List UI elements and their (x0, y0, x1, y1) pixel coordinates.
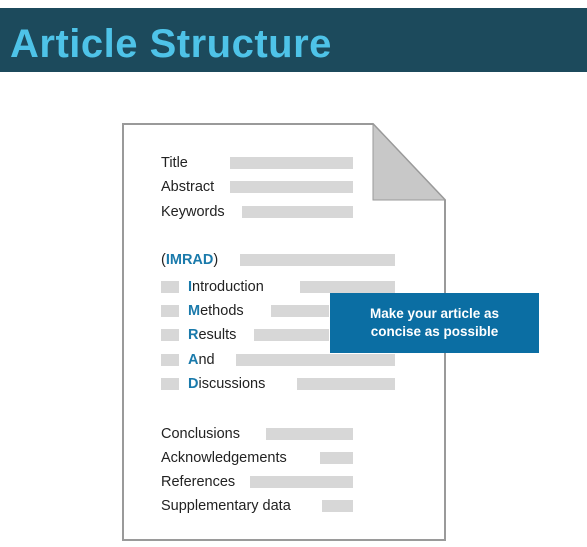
placeholder-bar (254, 329, 329, 341)
indent-bar (161, 378, 179, 390)
imrad-item-and: And (188, 352, 215, 368)
indent-bar (161, 305, 179, 317)
indent-bar (161, 281, 179, 293)
label-supplementary-data: Supplementary data (161, 498, 291, 514)
page-title: Article Structure (10, 22, 332, 66)
imrad-item-methods: Methods (188, 303, 244, 319)
imrad-item-discussions: Discussions (188, 376, 266, 392)
placeholder-bar (297, 378, 395, 390)
placeholder-bar (322, 500, 353, 512)
placeholder-bar (242, 206, 353, 218)
label-conclusions: Conclusions (161, 426, 240, 442)
placeholder-bar (230, 181, 353, 193)
label-references: References (161, 474, 236, 490)
placeholder-bar (230, 157, 353, 169)
label-acknowledgements: Acknowledgements (161, 450, 287, 466)
label-abstract: Abstract (161, 179, 215, 195)
imrad-item-results: Results (188, 327, 237, 343)
callout-line-1: Make your article as (369, 306, 500, 321)
imrad-item-introduction: Introduction (188, 279, 264, 295)
placeholder-bar (250, 476, 353, 488)
indent-bar (161, 329, 179, 341)
placeholder-bar (236, 354, 395, 366)
placeholder-bar (266, 428, 353, 440)
placeholder-bar (240, 254, 395, 266)
label-keywords: Keywords (161, 204, 225, 220)
placeholder-bar (320, 452, 353, 464)
imrad-heading: (IMRAD) (161, 252, 219, 268)
header-bar: Article Structure (0, 8, 587, 72)
placeholder-bar (271, 305, 329, 317)
callout-line-2: concise as possible (370, 324, 499, 339)
placeholder-bar (300, 281, 395, 293)
label-title: Title (161, 155, 188, 171)
callout-box: Make your article as concise as possible (330, 293, 539, 353)
indent-bar (161, 354, 179, 366)
